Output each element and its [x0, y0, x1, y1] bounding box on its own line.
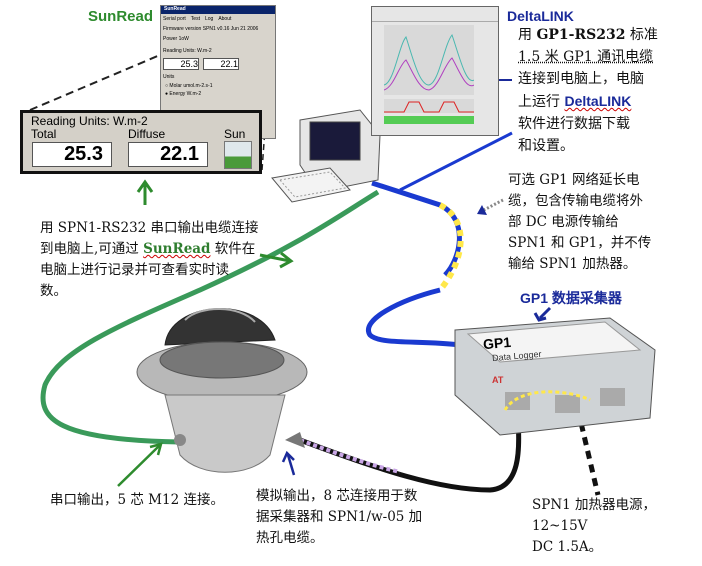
reading-units-title: Reading Units: W.m-2	[31, 114, 148, 128]
power-value: 1oW	[178, 36, 189, 42]
unit-option-label: Energy	[169, 91, 186, 97]
power-label: Power	[163, 36, 178, 42]
gray-arrow-icon	[477, 198, 504, 215]
sun-label: Sun	[224, 127, 246, 141]
deltalink-window	[371, 6, 499, 136]
black-analog-cable	[299, 419, 522, 493]
desc-text: 上运行	[518, 94, 565, 110]
deltalink-chart-2	[384, 99, 474, 113]
blue-logger-cable	[366, 287, 461, 348]
desc-text: 用 SPN1-RS232 串口输出电缆连接	[40, 220, 259, 236]
diffuse-label: Diffuse	[128, 127, 166, 141]
green-arrow-icon	[259, 251, 294, 269]
desc-text: 输给 SPN1 加热器。	[508, 256, 637, 272]
reading-units-panel: Reading Units: W.m-2 Total Diffuse Sun 2…	[20, 110, 262, 174]
green-arrow-icon	[117, 442, 163, 487]
desc-text: 连接到电脑上，电脑	[518, 71, 644, 87]
menu-log[interactable]: Log	[204, 16, 214, 22]
blue-gp1-cable	[371, 180, 462, 277]
desc-text: 1.5 米 GP1 通讯电缆	[518, 49, 654, 65]
desc-text: 可选 GP1 网络延长电	[508, 172, 640, 188]
units-group-title: Units	[163, 74, 175, 80]
desc-text: 到电脑上,可通过	[40, 241, 144, 257]
desc-text: 和设置。	[518, 138, 574, 154]
spn1-sensor-icon	[136, 308, 308, 473]
deltalink-chart	[383, 25, 475, 95]
gp1-title: GP1 数据采集器	[520, 290, 622, 306]
mini-total-value: 25.3	[163, 58, 199, 70]
desc-text: 数。	[40, 283, 67, 299]
desc-text: 软件在	[210, 241, 256, 257]
firmware-label: Firmware version	[163, 26, 202, 32]
sunread-window-title: SunRead	[161, 6, 275, 14]
unit-option-unit: umol.m-2.s-1	[183, 83, 213, 89]
desc-text: 据采集器和 SPN1/w-05 加	[256, 509, 423, 525]
firmware-value: SPN1 v0.16 Jun 21 2006	[202, 26, 259, 32]
unit-option-unit: W.m-2	[186, 91, 202, 97]
unit-option-label: Molar	[169, 83, 182, 89]
green-serial-cable	[40, 189, 380, 445]
desc-text: 缆，包含传输电缆将外	[508, 193, 643, 209]
desc-text: 标准	[625, 27, 658, 43]
deltalink-chart-3	[384, 116, 474, 124]
extension-cable	[437, 202, 464, 292]
blue-arrow-icon	[281, 450, 296, 476]
sunread-link-text: SunRead	[143, 241, 211, 257]
zoom-dashed-line	[29, 54, 161, 111]
diffuse-value: 22.1	[128, 142, 208, 167]
total-label: Total	[31, 127, 57, 141]
green-arrow-icon	[136, 179, 154, 205]
desc-text: 软件进行数据下载	[518, 116, 630, 132]
unit-option-energy[interactable]: ● Energy W.m-2	[165, 91, 202, 97]
sunread-description: 用 SPN1-RS232 串口输出电缆连接 到电脑上,可通过 SunRead 软…	[40, 218, 280, 302]
mini-reading-units: Reading Units: W.m-2	[163, 48, 212, 54]
desc-text: 部 DC 电源传输给	[508, 214, 619, 230]
extension-cable-description: 可选 GP1 网络延长电 缆，包含传输电缆将外 部 DC 电源传输给 SPN1 …	[508, 170, 651, 275]
menu-about[interactable]: About	[218, 16, 232, 22]
menu-serial-port[interactable]: Serial port	[163, 16, 186, 22]
deltalink-title: DeltaLINK	[507, 8, 574, 24]
mini-diffuse-value: 22.1	[203, 58, 239, 70]
gp1-device-name: GP1	[482, 333, 512, 353]
desc-text: 模拟输出，8 芯连接用于数	[256, 488, 418, 504]
heater-power-description: SPN1 加热器电源，12~15V DC 1.5A。	[532, 495, 702, 558]
gp1-logger-icon	[454, 317, 656, 436]
deltalink-description: 用 GP1-RS232 标准 1.5 米 GP1 通讯电缆 连接到电脑上，电脑 …	[518, 24, 658, 157]
deltalink-link-text: DeltaLINK	[564, 93, 632, 109]
unit-option-molar[interactable]: ○ Molar umol.m-2.s-1	[165, 83, 213, 89]
blue-arrow-icon	[533, 306, 552, 322]
desc-text: 电脑上进行记录并可查看实时读	[40, 262, 229, 278]
total-value: 25.3	[32, 142, 112, 167]
desc-text: 用	[518, 27, 537, 43]
menu-test[interactable]: Test	[190, 16, 200, 22]
desc-text: GP1-RS232	[536, 27, 626, 43]
gp1-brand-logo: AT	[492, 375, 504, 385]
blue-pointer-line	[399, 131, 513, 192]
sunread-menubar: Serial port Test Log About	[161, 14, 275, 24]
desc-text: DC 1.5A。	[532, 539, 603, 555]
desc-text: SPN1 加热器电源，12~15V	[532, 497, 657, 534]
serial-output-description: 串口输出，5 芯 M12 连接。	[50, 492, 224, 508]
analog-cable-sleeve	[299, 438, 401, 474]
sun-status-icon	[224, 141, 252, 169]
computer-icon	[271, 109, 381, 203]
analog-output-description: 模拟输出，8 芯连接用于数 据采集器和 SPN1/w-05 加 热孔电缆。	[256, 486, 422, 549]
desc-text: SPN1 和 GP1，并不传	[508, 235, 652, 251]
desc-text: 热孔电缆。	[256, 530, 324, 546]
sunread-title: SunRead	[88, 8, 154, 25]
